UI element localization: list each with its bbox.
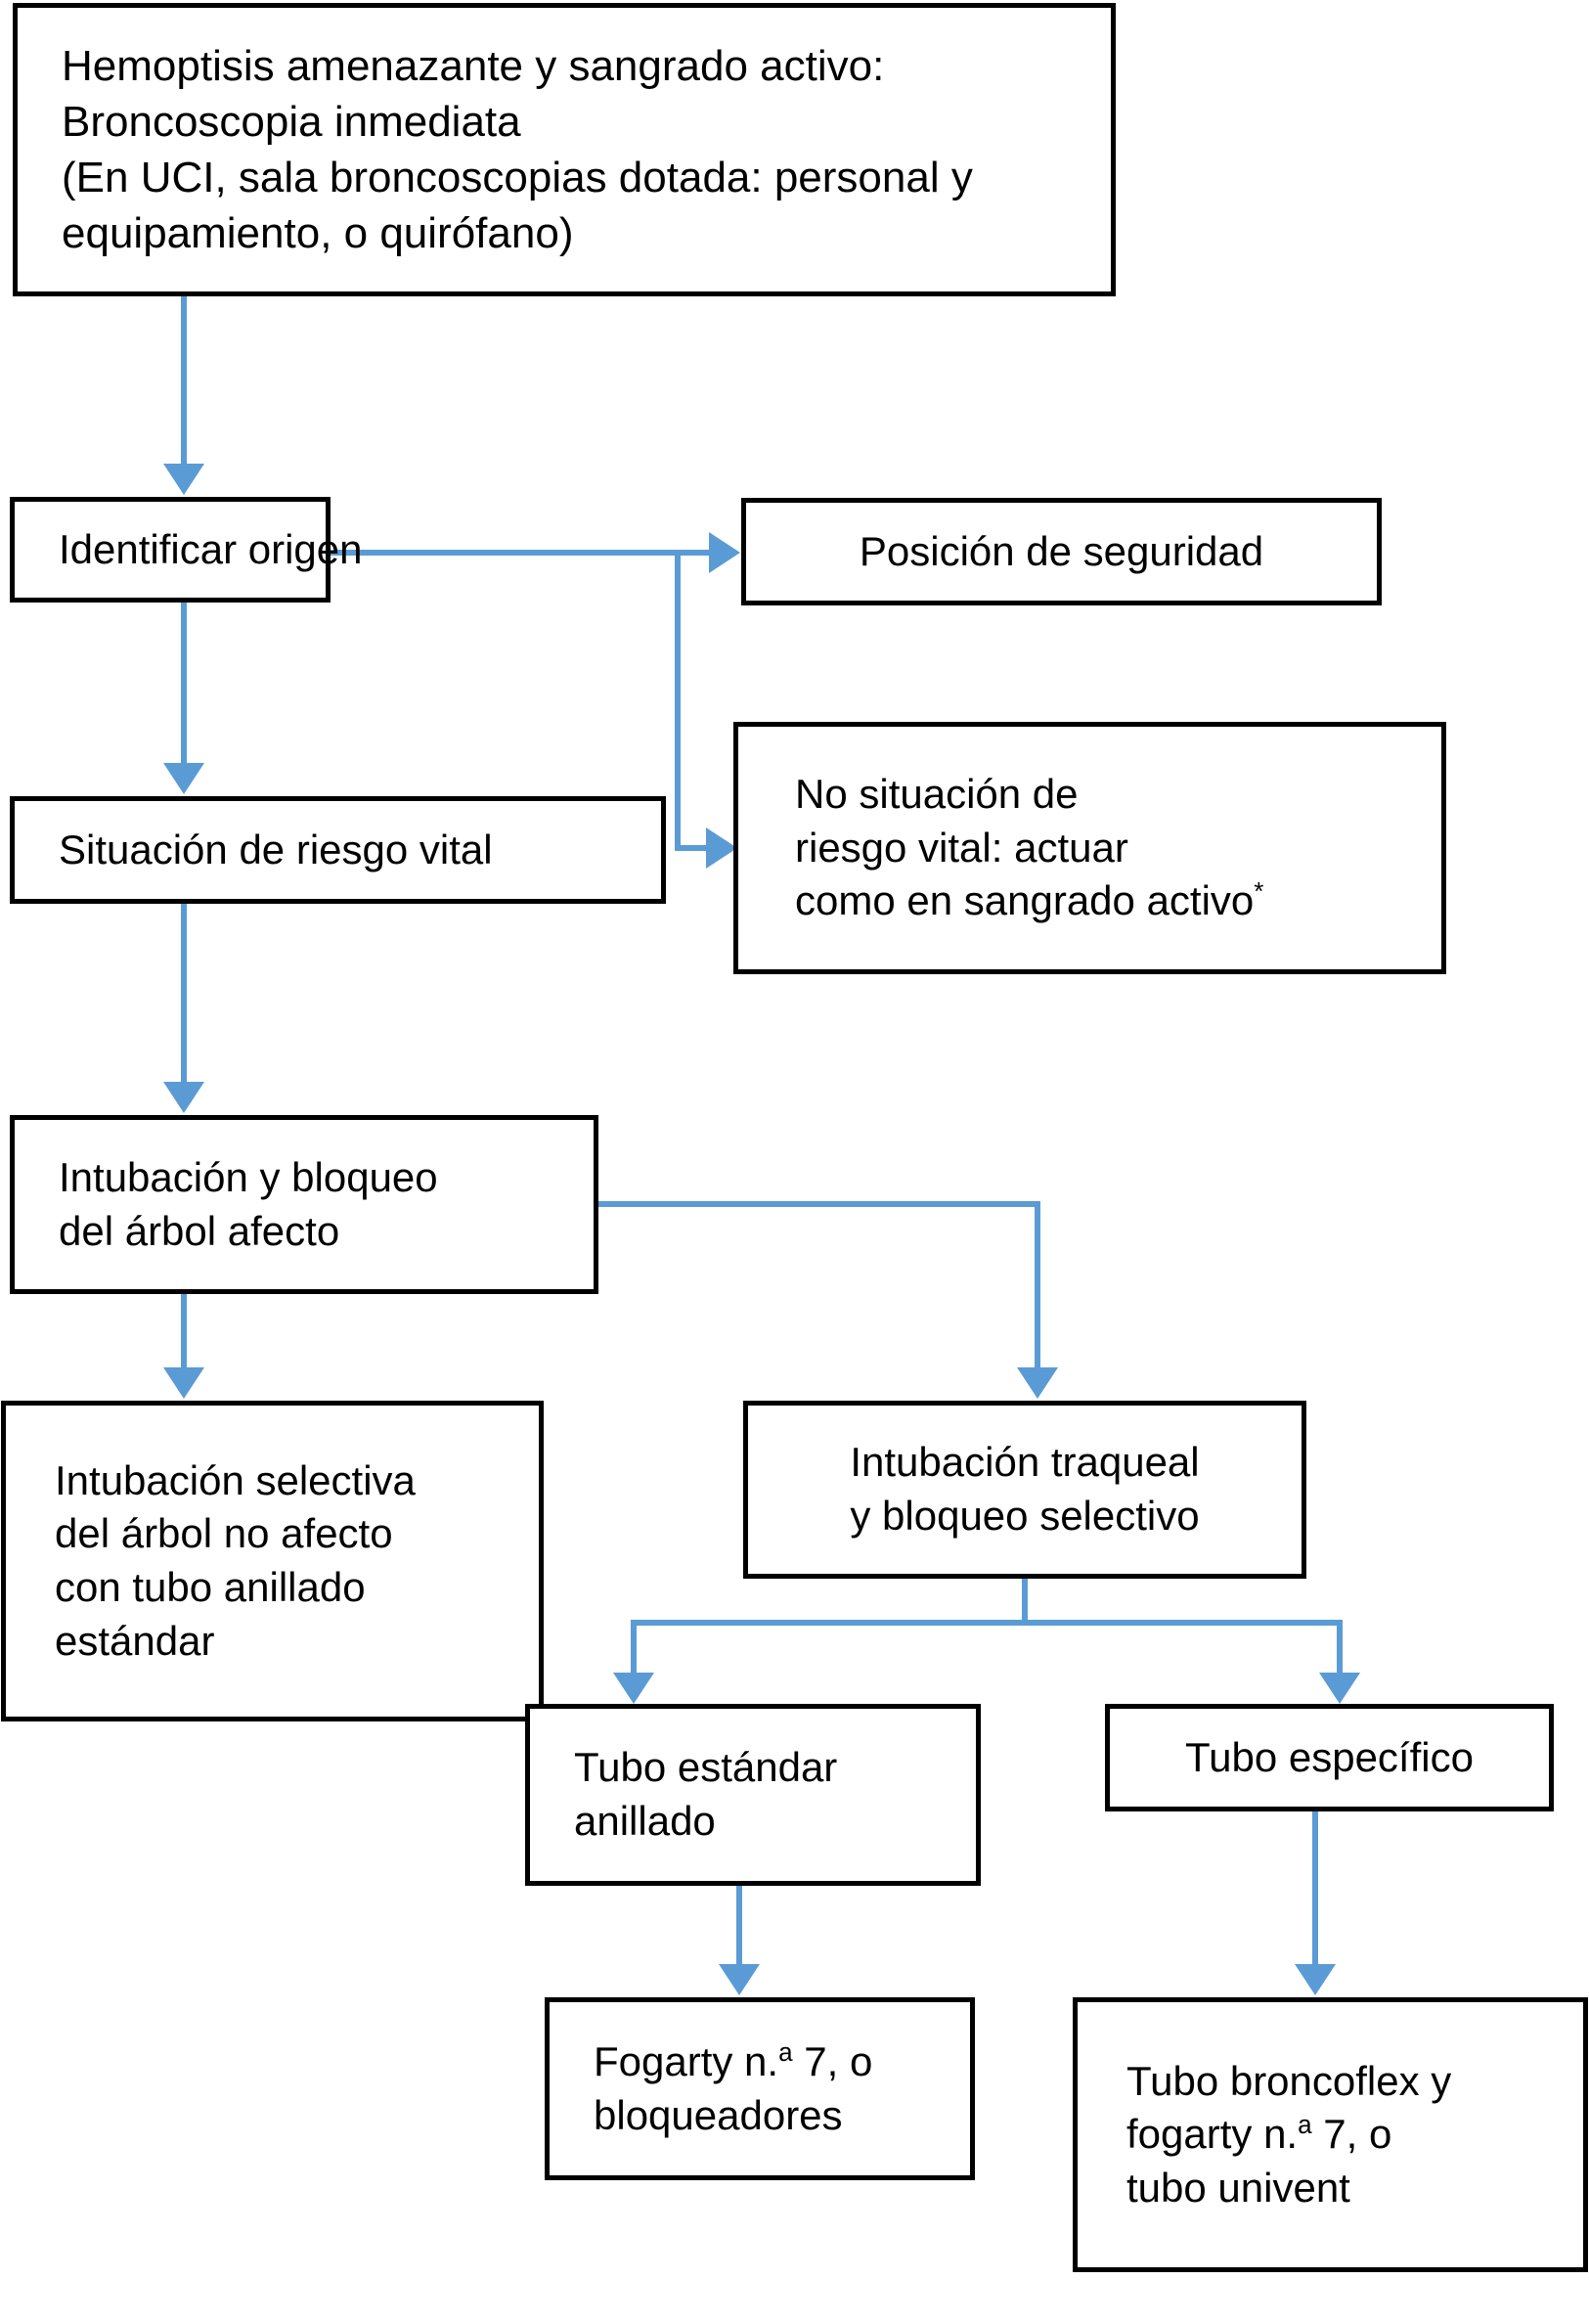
asterisk-footnote-marker: * [1254, 876, 1264, 907]
node-no-situacion-riesgo-vital[interactable]: No situación de riesgo vital: actuar com… [733, 722, 1446, 974]
node-intubacion-bloqueo-arbol-afecto[interactable]: Intubación y bloqueo del árbol afecto [10, 1115, 598, 1294]
node-situacion-riesgo-vital[interactable]: Situación de riesgo vital [10, 796, 666, 904]
connector-traqueal-to-tuboespecifico [1337, 1620, 1343, 1675]
node-no-situacion-line-3-text: como en sangrado activo [795, 877, 1255, 924]
node-identificar-origen-label: Identificar origen [59, 525, 363, 572]
connector-identificar-right [331, 550, 712, 556]
arrowhead-identificar-to-situacion [163, 763, 204, 794]
connector-tuboespecifico-to-broncoflex [1312, 1810, 1318, 1966]
connector-traqueal-split-bar [631, 1620, 1343, 1626]
connector-top-to-identificar [181, 296, 187, 465]
node-intubacion-selectiva-arbol-no-afecto[interactable]: Intubación selectiva del árbol no afecto… [1, 1401, 544, 1721]
node-tubo-especifico[interactable]: Tubo específico [1105, 1704, 1554, 1811]
node-top-line-1: Hemoptisis amenazante y sangrado activo: [62, 41, 885, 90]
arrowhead-intubacion-to-traqueal [1017, 1367, 1058, 1399]
ordinal-superscript-a: a [778, 2036, 793, 2067]
connector-trunk-to-nosituacion [675, 845, 716, 851]
node-intubacion-selectiva-line-1: Intubación selectiva [55, 1456, 416, 1503]
node-top-line-4: equipamiento, o quirófano) [62, 209, 574, 258]
node-tubo-estandar-line-1: Tubo estándar [574, 1744, 838, 1791]
node-no-situacion-line-2: riesgo vital: actuar [795, 824, 1128, 871]
node-situacion-riesgo-vital-label: Situación de riesgo vital [59, 826, 493, 872]
connector-traqueal-to-tuboestandar [631, 1620, 637, 1675]
node-broncoflex-line-2: fogarty n.a 7, o [1126, 2108, 1391, 2162]
arrowhead-to-nosituacion [706, 827, 737, 869]
node-no-situacion-line-3: como en sangrado activo* [795, 874, 1263, 928]
node-fogarty-line-1-text-a: Fogarty n. [594, 2037, 779, 2084]
node-identificar-origen[interactable]: Identificar origen [10, 497, 363, 603]
node-broncoflex-line-2-text-b: 7, o [1311, 2111, 1392, 2158]
arrowhead-top-to-identificar [163, 464, 204, 495]
connector-intubacion-right [598, 1201, 1040, 1207]
node-intubacion-selectiva-line-4: estándar [55, 1617, 215, 1664]
connector-identificar-to-situacion [181, 603, 187, 763]
connector-traqueal-stem [1022, 1579, 1028, 1626]
connector-tuboestandar-to-fogarty [736, 1886, 742, 1966]
arrowhead-tuboespecifico-to-broncoflex [1295, 1964, 1336, 1995]
node-broncoflex-line-1: Tubo broncoflex y [1126, 2057, 1452, 2104]
node-tubo-especifico-label: Tubo específico [1185, 1733, 1474, 1780]
node-posicion-de-seguridad[interactable]: Posición de seguridad [741, 498, 1382, 605]
node-tubo-broncoflex-univent[interactable]: Tubo broncoflex y fogarty n.a 7, o tubo … [1073, 1997, 1588, 2272]
connector-intubacion-down-traqueal [1035, 1201, 1040, 1369]
node-posicion-de-seguridad-label: Posición de seguridad [859, 527, 1264, 574]
connector-intubacion-to-selectiva [181, 1294, 187, 1368]
node-tubo-estandar-line-2: anillado [574, 1798, 716, 1844]
node-no-situacion-line-1: No situación de [795, 771, 1079, 818]
arrowhead-traqueal-to-tuboespecifico [1319, 1673, 1360, 1704]
node-intubacion-selectiva-line-3: con tubo anillado [55, 1564, 366, 1610]
node-top-line-2: Broncoscopia inmediata [62, 97, 521, 146]
node-fogarty-line-1-text-b: 7, o [792, 2037, 873, 2084]
connector-trunk-down-nosituacion [675, 550, 681, 849]
node-fogarty-bloqueadores[interactable]: Fogarty n.a 7, o bloqueadores [545, 1997, 975, 2180]
arrowhead-identificar-to-posicion [709, 532, 740, 573]
node-fogarty-line-1: Fogarty n.a 7, o [594, 2035, 872, 2089]
node-intubacion-traqueal-line-2: y bloqueo selectivo [850, 1493, 1200, 1539]
arrowhead-tuboestandar-to-fogarty [719, 1964, 760, 1995]
node-broncoflex-line-3: tubo univent [1126, 2164, 1350, 2211]
ordinal-superscript-a-2: a [1298, 2110, 1312, 2140]
node-intubacion-bloqueo-line-1: Intubación y bloqueo [59, 1153, 438, 1200]
connector-situacion-to-intubacion [181, 904, 187, 1084]
node-intubacion-traqueal-line-1: Intubación traqueal [850, 1439, 1200, 1486]
node-intubacion-bloqueo-line-2: del árbol afecto [59, 1207, 340, 1254]
node-intubacion-selectiva-line-2: del árbol no afecto [55, 1510, 393, 1557]
node-top-line-3: (En UCI, sala broncoscopias dotada: pers… [62, 154, 973, 201]
node-broncoflex-line-2-text-a: fogarty n. [1126, 2111, 1299, 2158]
node-intubacion-traqueal-bloqueo-selectivo[interactable]: Intubación traqueal y bloqueo selectivo [743, 1401, 1306, 1579]
node-hemoptisis-broncoscopia[interactable]: Hemoptisis amenazante y sangrado activo:… [13, 3, 1116, 296]
arrowhead-situacion-to-intubacion [163, 1082, 204, 1113]
arrowhead-traqueal-to-tuboestandar [613, 1673, 654, 1704]
node-tubo-estandar-anillado[interactable]: Tubo estándar anillado [525, 1704, 981, 1886]
node-fogarty-line-2: bloqueadores [594, 2091, 843, 2138]
arrowhead-intubacion-to-selectiva [163, 1367, 204, 1399]
